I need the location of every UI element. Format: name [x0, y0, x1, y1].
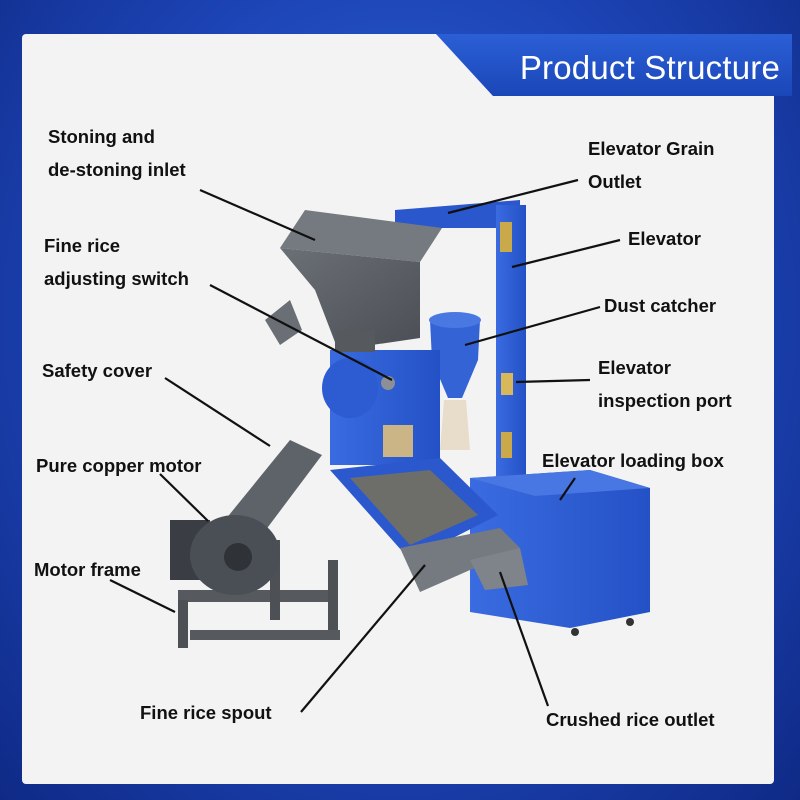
leader-fine-rice-spout	[300, 564, 426, 713]
label-dust-catcher: Dust catcher	[604, 295, 717, 316]
motor-frame	[178, 540, 340, 648]
fine-rice-spout	[330, 458, 528, 592]
label-safety-cover: Safety cover	[42, 360, 153, 381]
elevator-loading-box	[470, 470, 650, 636]
label-fine-rice-spout: Fine rice spout	[140, 702, 272, 723]
title-tab	[436, 34, 792, 96]
label-fine-rice-switch: Fine rice adjusting switch	[44, 235, 189, 289]
elevator-column	[395, 200, 526, 520]
dust-catcher	[429, 312, 481, 450]
leader-grain-outlet	[447, 178, 579, 215]
label-crushed-rice-outlet: Crushed rice outlet	[546, 709, 715, 730]
label-elevator-loading-box: Elevator loading box	[542, 450, 724, 471]
leader-safety-cover	[164, 377, 271, 447]
leader-lines	[109, 178, 621, 713]
page-title: Product Structure	[519, 49, 780, 86]
label-stoning-inlet: Stoning and de-stoning inlet	[48, 126, 186, 180]
hopper	[280, 210, 442, 352]
leader-elevator	[511, 238, 621, 269]
label-elevator: Elevator	[628, 228, 702, 249]
label-motor-frame: Motor frame	[34, 559, 141, 580]
leader-crushed-rice	[498, 571, 550, 707]
label-elevator-grain-outlet: Elevator Grain Outlet	[588, 138, 715, 192]
label-copper-motor: Pure copper motor	[36, 455, 202, 476]
leader-dust-catcher	[464, 305, 601, 347]
leader-stoning-inlet	[199, 188, 316, 242]
copper-motor	[170, 515, 280, 595]
label-elevator-inspection-port: Elevator inspection port	[598, 357, 732, 411]
leader-inspection-port	[515, 378, 591, 384]
leader-loading-box	[559, 477, 576, 501]
leader-copper-motor	[159, 473, 209, 522]
mill-body	[322, 350, 440, 465]
leader-motor-frame	[109, 579, 176, 613]
leader-fine-rice-switch	[209, 284, 393, 381]
